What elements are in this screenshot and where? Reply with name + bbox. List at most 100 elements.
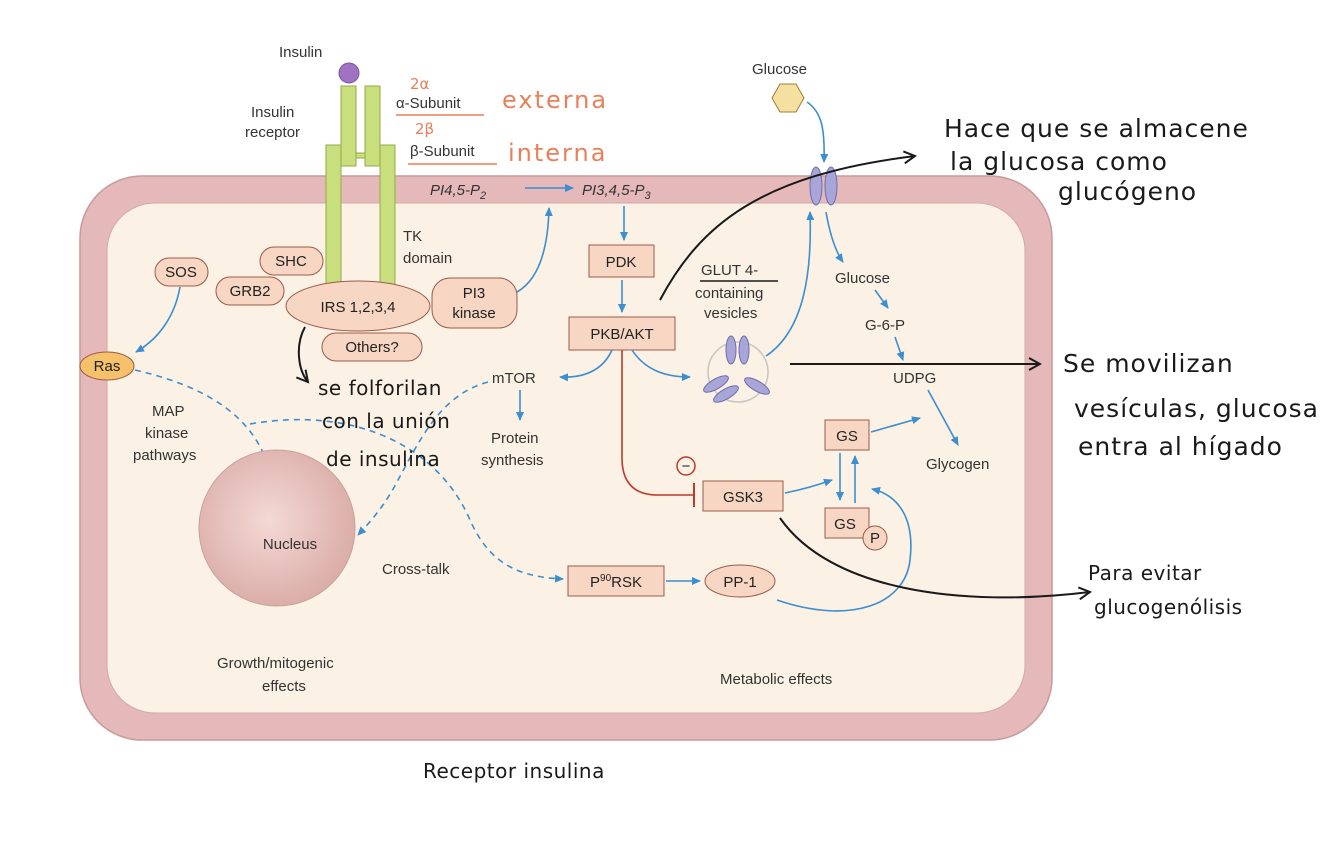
arrow-g6p-udpg [894,336,905,361]
beta-note: 2β [415,120,434,138]
annot-fosforilan-2: con la unión [322,409,450,433]
tk-label-1: TK [403,228,422,245]
arrow-glucose-g6p [874,289,889,309]
glut4-transporter-right [824,166,838,206]
mtor-label: mTOR [492,370,536,387]
growth-label-2: effects [262,678,306,695]
annot-fosforilan-1: se folforilan [318,376,442,400]
pp1-label: PP-1 [723,574,756,591]
receptor-alpha-left [340,85,357,167]
pdk-label: PDK [606,254,637,271]
ras-ellipse [79,351,135,381]
grb2-box [215,276,285,306]
arrow-vesicles-membrane [765,211,815,357]
p90rsk-box [567,565,665,597]
annot-arrow-evitar [779,517,1090,597]
caption: Receptor insulina [423,759,605,783]
annot-movilizan-1: Se movilizan [1063,349,1234,378]
sos-box [154,257,209,287]
receptor-beta-right [379,144,396,286]
others-box [321,332,423,362]
map-label-1: MAP [152,403,185,420]
glut4-transporter-left [809,166,823,206]
protein-label-1: Protein [491,430,539,447]
vesicle-4 [713,385,739,403]
receptor-beta-left [325,144,342,286]
inhibit-pkb-gsk3 [621,350,693,496]
beta-annotation: interna [508,139,607,167]
g6p-label: G-6-P [865,317,905,334]
annot-movilizan-2: vesículas, glucosa [1074,394,1319,423]
protein-label-2: synthesis [481,452,544,469]
annot-evitar-1: Para evitar [1088,561,1202,585]
gs-label: GS [836,428,858,445]
irs-label: IRS 1,2,3,4 [320,299,395,316]
map-label-2: kinase [145,425,188,442]
annot-arrow-fosforilan [299,326,308,382]
glucose-in-label: Glucose [835,270,890,287]
glut-label-1: GLUT 4- [701,262,758,279]
vesicle-1 [725,335,737,365]
nucleus [198,449,356,607]
growth-label-1: Growth/mitogenic [217,655,334,672]
pi3k-box [431,277,518,329]
glucose-hexagon [771,83,805,113]
phosphate-label: P [870,530,880,547]
arrow-gs-glycogen [870,416,921,433]
nucleus-label: Nucleus [263,536,317,553]
annot-almacene-2: la glucosa como [950,147,1168,176]
crosstalk-label: Cross-talk [382,561,450,578]
gs-box [824,419,870,451]
crosstalk-dashed [249,418,564,583]
sos-label: SOS [165,264,197,281]
alpha-note: 2α [410,75,430,93]
others-label: Others? [345,339,398,356]
beta-subunit-label: β-Subunit [410,143,475,160]
pkb-label: PKB/AKT [590,326,653,343]
alpha-subunit-label: α-Subunit [396,95,461,112]
pi3k-label-2: kinase [452,305,495,322]
vesicle-3 [703,375,729,393]
arrow-pkb-mtor [559,349,613,382]
map-label-3: pathways [133,447,196,464]
receptor-bridge [355,152,366,159]
vesicle-5 [744,377,770,395]
pip2-label: PI4,5-P2 [430,182,486,202]
receptor-label-1: Insulin [251,104,294,121]
glut-label-3: vesicles [704,305,757,322]
annot-evitar-2: glucogenólisis [1094,595,1243,619]
phosphate-circle [862,525,888,551]
shc-box [259,246,324,276]
gs-p-box [824,507,870,539]
inhibit-sign-circle [676,456,696,476]
annot-fosforilan-3: de insulina [326,447,440,471]
arrow-pp1-gs [776,486,912,612]
pi3k-label-1: PI3 [463,285,486,302]
irs-ellipse [285,280,431,332]
vesicle-2 [738,335,750,365]
insulin-molecule [338,62,360,84]
inhibit-sign: − [682,458,691,475]
cell-cytoplasm [106,202,1026,714]
p90rsk-label: P90RSK [590,573,642,591]
gsk3-label: GSK3 [723,489,763,506]
glycogen-label: Glycogen [926,456,989,473]
arrow-glucose-transporter [806,101,829,163]
arrow-transporter-glucose [825,211,844,263]
pdk-box [588,244,655,278]
metabolic-label: Metabolic effects [720,671,832,688]
annot-movilizan-3: entra al hígado [1078,432,1283,461]
arrow-mtor-nucleus [357,381,489,536]
pip3-label: PI3,4,5-P3 [582,182,652,202]
annot-almacene-3: glucógeno [1058,177,1197,206]
arrow-udpg-glycogen [927,389,959,446]
arrow-gsk3-gs [784,478,833,494]
udpg-label: UDPG [893,370,936,387]
vesicle-ring [707,341,769,403]
pp1-ellipse [704,564,776,598]
gs-p-label: GS [834,516,856,533]
glucose-top-label: Glucose [752,61,807,78]
tk-label-2: domain [403,250,452,267]
gsk3-box [702,480,784,512]
